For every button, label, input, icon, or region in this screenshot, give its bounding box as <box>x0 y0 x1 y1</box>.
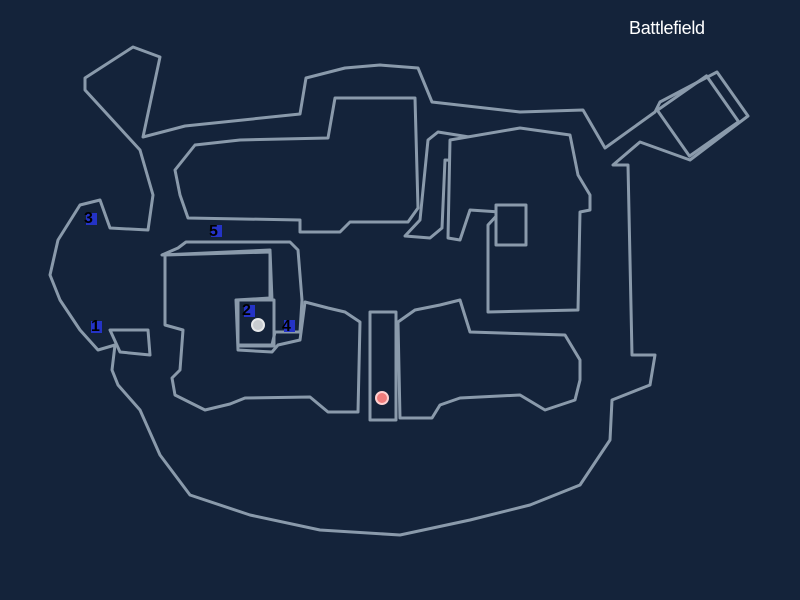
marker-5-badge <box>211 225 222 237</box>
marker-5[interactable]: 5 <box>209 223 222 240</box>
map-floor <box>48 45 750 537</box>
marker-3-badge <box>86 213 97 225</box>
marker-5-label: 5 <box>209 223 218 240</box>
wall-center-right <box>396 298 582 420</box>
marker-2-badge <box>244 305 255 317</box>
marker-3[interactable]: 3 <box>84 210 97 227</box>
marker-1-badge <box>91 321 102 333</box>
spawn-dot-icon[interactable] <box>251 318 265 332</box>
objective-dot-icon[interactable] <box>375 391 389 405</box>
marker-1[interactable]: 1 <box>91 318 102 335</box>
marker-4[interactable]: 4 <box>282 318 295 335</box>
marker-2[interactable]: 2 <box>242 302 255 319</box>
marker-4-label: 4 <box>282 318 291 335</box>
wall-small-room <box>494 203 528 247</box>
map-walls <box>108 96 592 422</box>
wall-upper-left <box>173 96 420 234</box>
wall-left-notch <box>108 328 152 357</box>
alcove-box <box>236 298 276 348</box>
room-top-right <box>655 74 741 158</box>
marker-4-badge <box>284 320 295 332</box>
floor-main <box>48 45 750 537</box>
map-title: Battlefield <box>629 18 705 38</box>
marker-3-label: 3 <box>84 210 93 227</box>
marker-1-label: 1 <box>91 318 100 335</box>
marker-2-label: 2 <box>242 302 251 319</box>
